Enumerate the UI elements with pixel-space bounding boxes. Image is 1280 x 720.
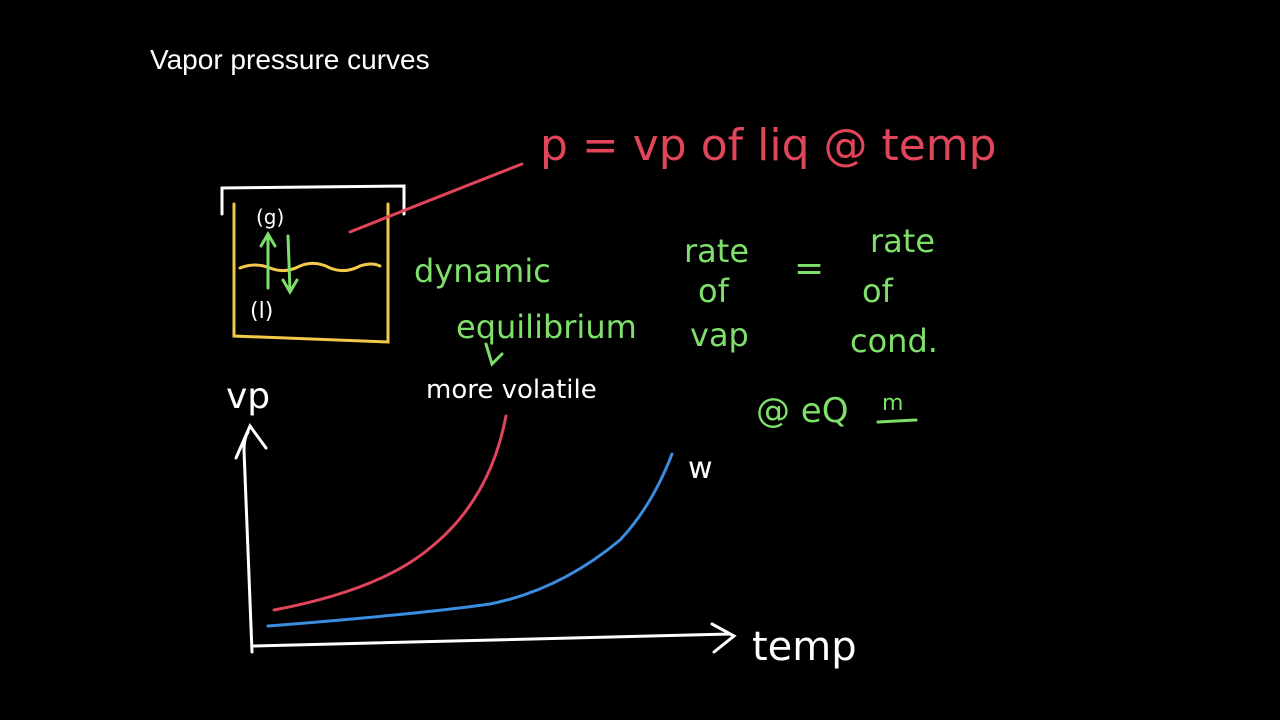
equilibrium-label: equilibrium bbox=[456, 308, 637, 346]
x-axis bbox=[252, 622, 737, 654]
rate-vap-line1: rate bbox=[684, 232, 749, 270]
beaker-body bbox=[232, 202, 390, 344]
water-curve bbox=[266, 452, 674, 628]
pressure-definition: p = vp of liq @ temp bbox=[540, 120, 997, 171]
x-axis-label: temp bbox=[752, 624, 857, 670]
liquid-label: (l) bbox=[250, 299, 273, 324]
rate-cond-line1: rate bbox=[870, 222, 935, 260]
page-title: Vapor pressure curves bbox=[150, 44, 430, 75]
beaker-rim bbox=[220, 184, 406, 216]
y-axis bbox=[234, 423, 268, 654]
rate-vap-line3: vap bbox=[690, 316, 749, 354]
rate-vap-line2: of bbox=[698, 272, 730, 310]
eqm-superscript: m bbox=[882, 391, 903, 416]
condensation-arrow bbox=[281, 234, 299, 295]
pressure-pointer-line bbox=[348, 162, 524, 234]
more-volatile-label: more volatile bbox=[426, 375, 597, 405]
gas-label: (g) bbox=[256, 205, 284, 229]
volatile-pointer-arrow bbox=[484, 342, 504, 367]
y-axis-label: vp bbox=[226, 376, 270, 417]
evaporation-arrow bbox=[259, 231, 277, 290]
more-volatile-curve bbox=[272, 414, 508, 612]
rate-cond-line3: cond. bbox=[850, 322, 938, 360]
eqm-underline bbox=[876, 418, 918, 424]
water-curve-label: w bbox=[688, 451, 713, 486]
at-equilibrium-label: @ eQ bbox=[756, 391, 849, 431]
rate-cond-line2: of bbox=[862, 272, 894, 310]
liquid-surface bbox=[238, 261, 382, 273]
dynamic-label: dynamic bbox=[414, 252, 551, 290]
equals-sign: = bbox=[794, 248, 824, 289]
